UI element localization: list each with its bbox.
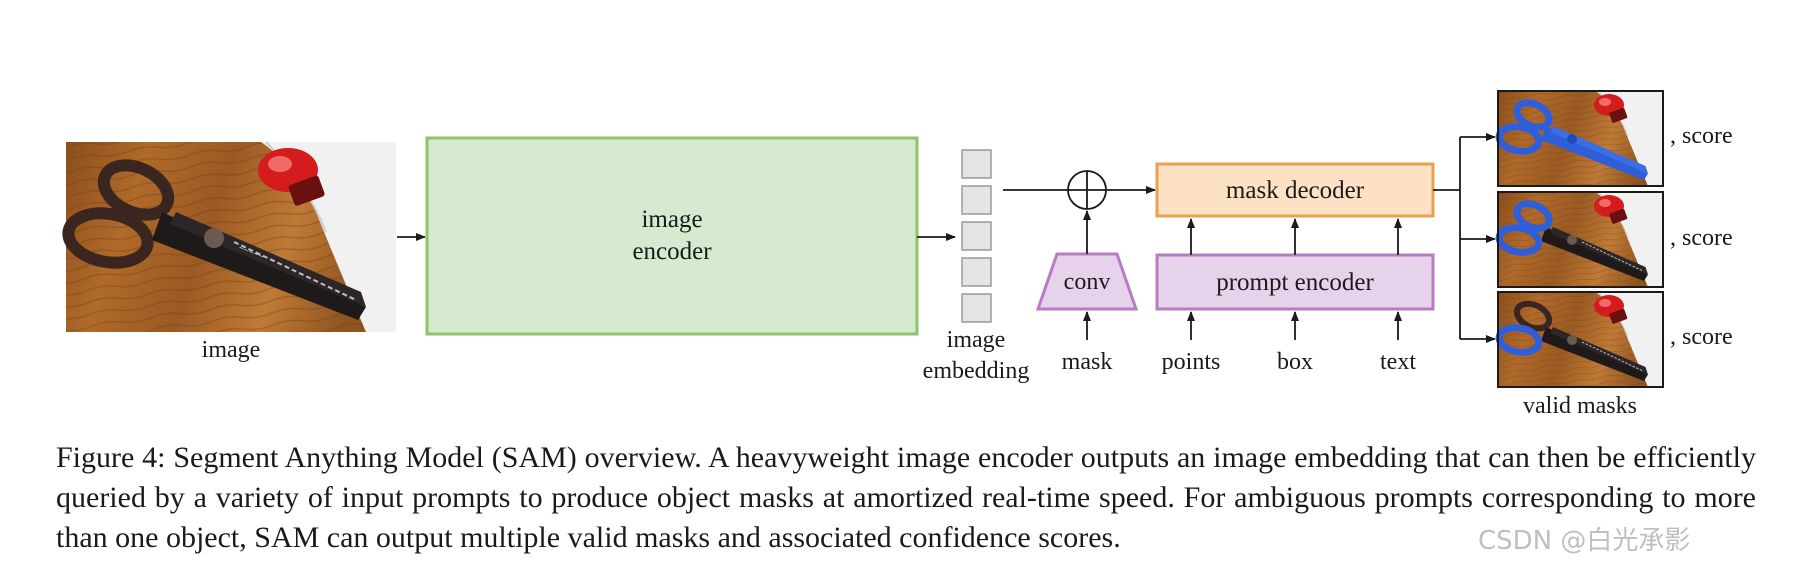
- score-label-3: , score: [1670, 324, 1733, 350]
- valid-mask-thumbnail-2: [1497, 191, 1664, 288]
- mask-decoder-label: mask decoder: [1226, 177, 1365, 204]
- image-encoder-label-line2: encoder: [632, 238, 712, 265]
- score-label-2: , score: [1670, 225, 1733, 251]
- box-input-label: box: [1277, 349, 1313, 375]
- text-input-label: text: [1380, 349, 1416, 375]
- score-label-1: , score: [1670, 123, 1733, 149]
- sum-operator-icon: [1067, 170, 1107, 210]
- sam-overview-diagram: ~~~~~ image image encoder image embeddin…: [0, 90, 1733, 419]
- valid-mask-thumbnail-3: [1497, 291, 1664, 388]
- valid-masks-label: valid masks: [1523, 393, 1637, 419]
- figure-caption: Figure 4: Segment Anything Model (SAM) o…: [56, 441, 1756, 554]
- embedding-cell: [961, 221, 992, 251]
- input-image-photo: ~~~~~: [64, 141, 397, 333]
- image-label: image: [202, 337, 261, 363]
- prompt-encoder-label: prompt encoder: [1216, 269, 1374, 296]
- embedding-cell: [961, 257, 992, 287]
- image-embedding-label-line2: embedding: [923, 358, 1030, 384]
- embedding-cell: [961, 185, 992, 215]
- mask-input-label: mask: [1062, 349, 1113, 375]
- conv-label: conv: [1064, 269, 1111, 295]
- prompt-encoder-box: [1155, 253, 1435, 311]
- embedding-cell: [961, 149, 992, 179]
- points-input-label: points: [1162, 349, 1221, 375]
- image-embedding-label-line1: image: [947, 327, 1006, 353]
- watermark: CSDN @白光承影: [1478, 526, 1691, 556]
- mask-decoder-box: [1155, 162, 1435, 218]
- image-encoder-box: [425, 136, 919, 336]
- image-embedding-stack: [961, 149, 992, 323]
- conv-block: [1035, 252, 1139, 311]
- embedding-cell: [961, 293, 992, 323]
- valid-mask-thumbnail-1: [1497, 90, 1664, 187]
- image-encoder-label-line1: image: [641, 206, 702, 233]
